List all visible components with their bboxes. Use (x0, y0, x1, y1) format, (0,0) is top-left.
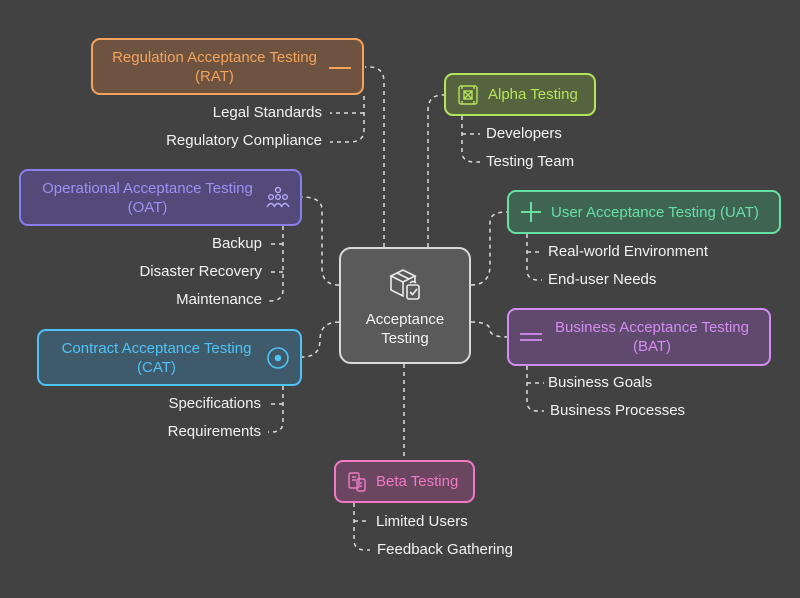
uat-node[interactable]: User Acceptance Testing (UAT) (507, 190, 781, 234)
devices-icon (344, 468, 372, 496)
alpha-item-testing-team: Testing Team (486, 153, 575, 170)
rat-node[interactable]: Regulation Acceptance Testing (RAT) (91, 38, 364, 95)
rat-item-regulatory-compliance: Regulatory Compliance (166, 132, 322, 149)
bat-label-line1: Business Acceptance Testing (554, 319, 749, 336)
cat-label-line1: Contract Acceptance Testing (61, 339, 252, 357)
equals-icon (517, 323, 545, 351)
oat-item-backup: Backup (211, 235, 262, 252)
beta-node[interactable]: Beta Testing (334, 460, 475, 503)
bat-item-business-processes: Business Processes (550, 402, 686, 419)
cat-item-specifications: Specifications (168, 395, 261, 412)
rat-label-line2: (RAT) (195, 67, 234, 85)
alpha-label: Alpha Testing (488, 86, 578, 103)
oat-item-disaster-recovery: Disaster Recovery (139, 263, 262, 280)
bat-node[interactable]: Business Acceptance Testing (BAT) (507, 308, 771, 366)
alpha-item-developers: Developers (486, 125, 562, 142)
oat-item-maintenance: Maintenance (176, 291, 262, 308)
beta-item-limited-users: Limited Users (376, 513, 468, 530)
rat-label-line1: Regulation Acceptance Testing (112, 48, 317, 66)
alpha-node[interactable]: Alpha Testing (444, 73, 596, 116)
plus-icon (517, 198, 545, 226)
line-icon (326, 53, 354, 81)
bat-label-line2: (BAT) (632, 338, 672, 355)
uat-item-end-user-needs: End-user Needs (548, 271, 657, 288)
bat-item-business-goals: Business Goals (548, 374, 653, 391)
target-icon (264, 344, 292, 372)
rat-item-legal-standards: Legal Standards (212, 104, 322, 121)
center-node[interactable]: Acceptance Testing (339, 247, 471, 364)
circuit-icon (454, 81, 482, 109)
box-check-icon (389, 268, 420, 300)
cat-label-line2: (CAT) (137, 358, 176, 376)
uat-item-real-world-environment: Real-world Environment (548, 243, 709, 260)
uat-label: User Acceptance Testing (UAT) (551, 203, 759, 221)
oat-label-line1: Operational Acceptance Testing (42, 179, 253, 197)
cat-item-requirements: Requirements (167, 423, 261, 440)
beta-item-feedback-gathering: Feedback Gathering (377, 541, 513, 558)
beta-label: Beta Testing (376, 473, 459, 490)
oat-node[interactable]: Operational Acceptance Testing (OAT) (19, 169, 302, 226)
people-icon (264, 184, 292, 212)
center-label-line1: Acceptance (365, 310, 445, 328)
cat-node[interactable]: Contract Acceptance Testing (CAT) (37, 329, 302, 386)
oat-label-line2: (OAT) (127, 198, 168, 216)
center-label-line2: Testing (381, 329, 429, 347)
